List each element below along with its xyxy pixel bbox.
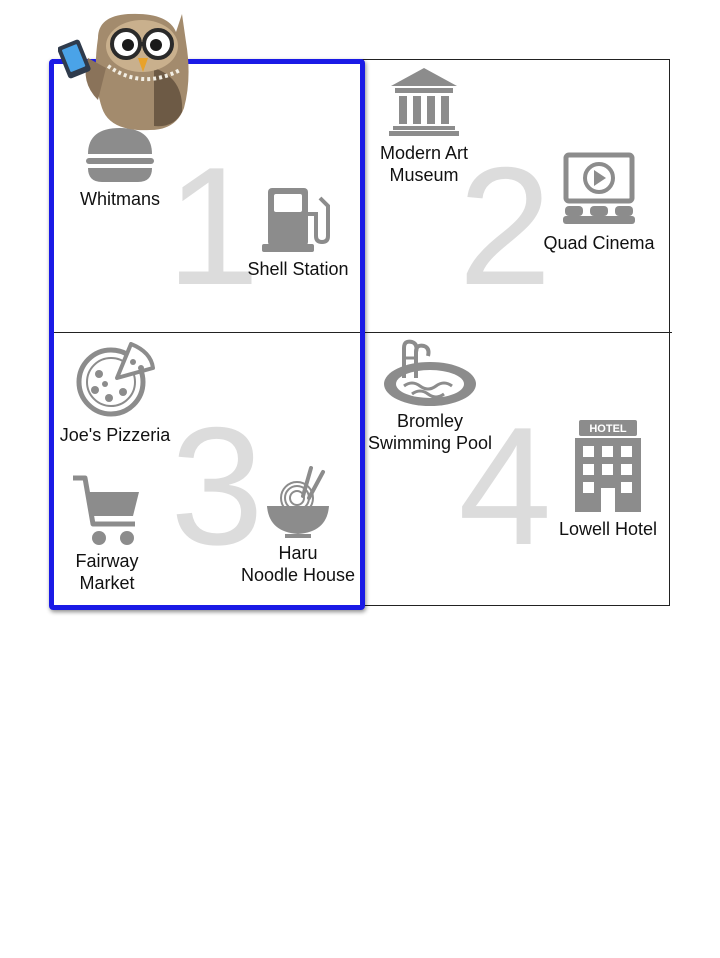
place-label-line2: Swimming Pool [367,433,493,453]
gas-pump-icon [262,188,330,252]
place-haru-noodle-house[interactable]: Haru Noodle House [236,466,360,586]
place-label: Joe's Pizzeria [59,425,171,445]
place-label-line1: Bromley [396,411,463,431]
cinema-icon [563,152,635,224]
quadrant-number-1: 1 [166,132,260,320]
place-label-line2: Museum [389,165,459,185]
pizza-icon [76,342,155,417]
swimming-pool-icon [384,339,476,406]
place-label-line2: Market [79,573,135,593]
quadrant-number-3: 3 [170,392,264,580]
place-bromley-pool[interactable]: Bromley Swimming Pool [362,338,498,454]
place-quad-cinema[interactable]: Quad Cinema [538,152,660,254]
quadrant-number-2: 2 [458,132,552,320]
place-joes-pizzeria[interactable]: Joe's Pizzeria [56,342,174,446]
place-label-line1: Fairway [75,551,139,571]
place-lowell-hotel[interactable]: HOTEL Lowell Hotel [552,418,664,540]
museum-icon [389,68,459,136]
place-label-line1: Modern Art [379,143,469,163]
quadrant-number-4: 4 [458,392,552,580]
noodle-bowl-icon [267,466,329,538]
owl-mascot-icon [57,8,198,133]
place-label-line2: Noodle House [240,565,356,585]
place-label-line1: Haru [278,543,318,563]
burger-icon [86,128,154,182]
place-whitmans[interactable]: Whitmans [72,124,168,210]
place-label: Lowell Hotel [558,519,658,539]
place-shell-station[interactable]: Shell Station [238,186,358,280]
place-label: Whitmans [79,189,160,209]
place-label: Shell Station [247,259,349,279]
selection-highlight [49,59,365,610]
place-label: Quad Cinema [543,233,655,253]
place-modern-art-museum[interactable]: Modern Art Museum [368,66,480,186]
hotel-icon: HOTEL [575,420,641,512]
shopping-cart-icon [73,475,139,545]
hotel-sign-text: HOTEL [589,423,627,435]
place-fairway-market[interactable]: Fairway Market [62,474,152,594]
